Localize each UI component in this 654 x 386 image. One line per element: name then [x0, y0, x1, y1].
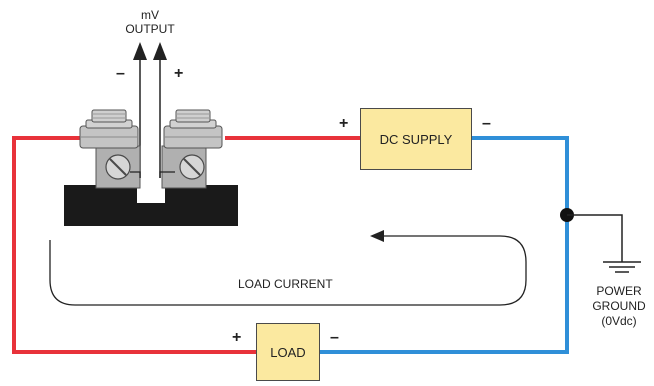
dc-supply-box: DC SUPPLY [360, 108, 472, 170]
power-ground-line3: (0Vdc) [601, 314, 637, 328]
dc-supply-plus-sign: + [339, 115, 349, 132]
load-label: LOAD [270, 344, 306, 360]
load-current-label: LOAD CURRENT [238, 277, 333, 291]
output-label: OUTPUT [125, 22, 175, 36]
ground-wire [567, 214, 623, 262]
mv-label: mV [141, 8, 159, 22]
shunt-base [64, 185, 238, 226]
shunt-right-terminal [161, 109, 223, 189]
power-ground-line2: GROUND [592, 299, 646, 313]
load-minus-sign: – [330, 329, 339, 346]
positive-wire-load [12, 136, 258, 354]
load-current-arrow-icon [370, 230, 384, 242]
negative-wire [320, 136, 569, 354]
sense-leads [130, 171, 175, 178]
load-current-loop [49, 235, 527, 306]
load-box: LOAD [256, 323, 320, 381]
power-ground-line1: POWER [596, 284, 642, 298]
output-minus-sign: – [116, 65, 125, 82]
output-plus-sign: + [174, 65, 184, 82]
shunt-left-terminal [79, 109, 141, 189]
dc-supply-minus-sign: – [482, 115, 491, 132]
dc-supply-label: DC SUPPLY [379, 131, 453, 147]
ground-symbol-icon [603, 261, 641, 273]
load-plus-sign: + [232, 329, 242, 346]
